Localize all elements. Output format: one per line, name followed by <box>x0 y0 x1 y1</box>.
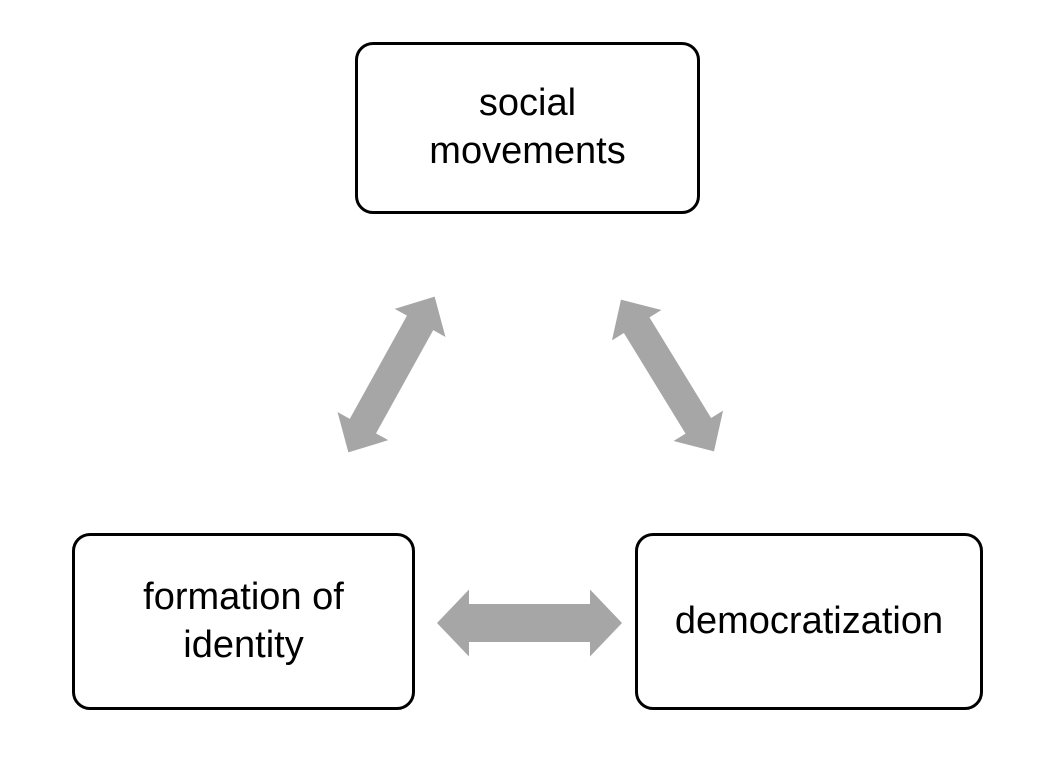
double-arrow-polygon <box>337 296 446 453</box>
node-social-movements: social movements <box>355 42 700 214</box>
double-arrow-social-movements-formation-of-identity-icon <box>337 296 446 453</box>
node-social-movements-label: social movements <box>429 82 626 172</box>
double-arrow-polygon <box>437 589 622 657</box>
double-arrow-social-movements-democratization-icon <box>611 299 724 452</box>
node-formation-of-identity: formation of identity <box>72 533 415 710</box>
double-arrow-formation-of-identity-democratization-icon <box>437 589 622 657</box>
node-democratization: democratization <box>635 533 983 710</box>
node-democratization-label: democratization <box>674 599 944 642</box>
node-formation-of-identity-label: formation of identity <box>143 575 344 666</box>
double-arrow-polygon <box>611 299 724 452</box>
